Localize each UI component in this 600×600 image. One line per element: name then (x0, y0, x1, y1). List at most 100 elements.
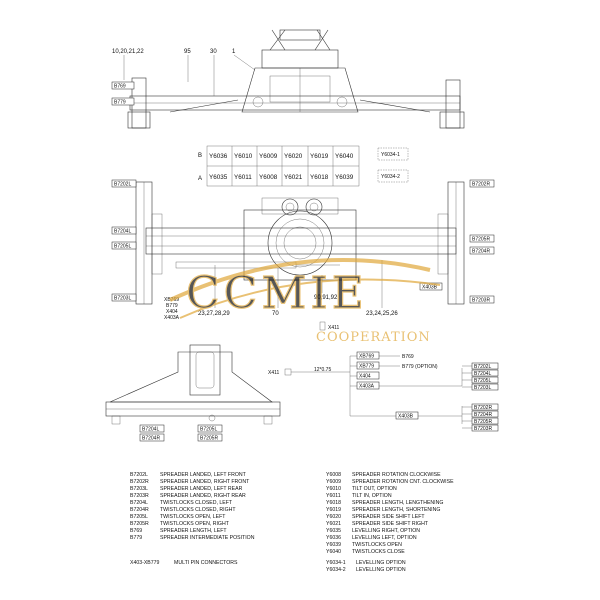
callout-10-20-21-22: 10,20,21,22 (112, 49, 144, 55)
tag-b7203l: B7203L (114, 296, 131, 302)
legend-right: Y6008 SPREADER ROTATION CLOCKWISE Y6009 … (326, 472, 454, 555)
valve-cell: Y6018 (310, 174, 329, 181)
tag-x411: X411 (328, 325, 340, 331)
spreader-front-view (127, 29, 465, 129)
legend-desc: TWISTLOCKS CLOSED, LEFT (160, 500, 233, 506)
legend-desc: SPREADER LANDED, LEFT FRONT (160, 472, 247, 478)
wire-b779-option: B779 (OPTION) (402, 364, 438, 370)
legend-desc: TWISTLOCKS OPEN (352, 542, 402, 548)
legend-code: Y6019 (326, 507, 341, 513)
tag-lower-b7205r: B7205R (200, 436, 218, 442)
tag-b779-mid: B779 (166, 303, 178, 309)
valve-table: B A Y6036 Y6010 Y6009 Y6020 Y6019 Y6040 … (198, 145, 409, 187)
valve-cell: Y6019 (310, 153, 329, 160)
levelling-desc: LEVELLING OPTION (356, 567, 406, 573)
tag-b7204r: B7204R (472, 249, 490, 255)
tag-b7205l: B7205L (114, 244, 131, 250)
legend-code: B7205L (130, 514, 148, 520)
multipin-code: X403-XB779 (130, 560, 160, 566)
legend-desc: SPREADER LANDED, RIGHT FRONT (160, 479, 250, 485)
valve-option-y6034-1: Y6034-1 (381, 152, 400, 158)
callout-90-91-92: 90,91,92 (314, 295, 338, 301)
wire-group-r: B7203R (474, 426, 492, 432)
legend-desc: TWISTLOCKS OPEN, RIGHT (160, 521, 230, 527)
legend-desc: LEVELLING RIGHT, OPTION (352, 528, 420, 534)
legend-code: B7203R (130, 493, 149, 499)
tag-b7204l: B7204L (114, 229, 131, 235)
legend-code: B7204R (130, 507, 149, 513)
levelling-code: Y6034-1 (326, 560, 346, 566)
wire-x411: X411 (268, 370, 280, 376)
callout-30: 30 (210, 49, 217, 55)
legend-code: B7202R (130, 479, 149, 485)
wire-group-r: B7204R (474, 412, 492, 418)
legend-desc: LEVELLING LEFT, OPTION (352, 535, 417, 541)
legend-code: Y6039 (326, 542, 341, 548)
legend-code: Y6008 (326, 472, 341, 478)
valve-cell: Y6009 (259, 153, 278, 160)
wire-conn-x403a: X403A (359, 384, 375, 390)
legend-code: Y6009 (326, 479, 341, 485)
legend-desc: SPREADER LANDED, LEFT REAR (160, 486, 243, 492)
wire-group-l: B7205L (474, 378, 491, 384)
tag-b769: B769 (114, 84, 126, 90)
wire-group-l: B7202L (474, 364, 491, 370)
callout-23-27-28-29: 23,27,28,29 (198, 311, 230, 317)
watermark-subtitle: COOPERATION (316, 330, 431, 345)
legend-desc: SPREADER INTERMEDIATE POSITION (160, 535, 255, 541)
legend-code: B7205R (130, 521, 149, 527)
callout-23-24-25-26: 23,24,25,26 (366, 311, 398, 317)
tag-x403b: X403B (422, 285, 438, 291)
legend-code: B7202L (130, 472, 148, 478)
valve-cell: Y6040 (335, 153, 354, 160)
wire-group-l: B7204L (474, 371, 491, 377)
levelling-desc: LEVELLING OPTION (356, 560, 406, 566)
multipin-desc: MULTI PIN CONNECTORS (174, 560, 238, 566)
legend-desc: TWISTLOCKS CLOSED, RIGHT (160, 507, 236, 513)
legend-desc: TWISTLOCKS OPEN, LEFT (160, 514, 226, 520)
wire-b769: B769 (402, 354, 414, 360)
legend-code: B7204L (130, 500, 148, 506)
tag-b779: B779 (114, 100, 126, 106)
levelling-code: Y6034-2 (326, 567, 346, 573)
tag-lower-b7204r: B7204R (142, 436, 160, 442)
wire-group-r: B7202R (474, 405, 492, 411)
legend-desc: TILT OUT, OPTION (352, 486, 397, 492)
legend-code: Y6036 (326, 535, 341, 541)
valve-row-b-label: B (198, 153, 202, 159)
legend-desc: TILT IN, OPTION (352, 493, 392, 499)
legend-desc: SPREADER LENGTH, LENGTHENING (352, 500, 443, 506)
tag-lower-b7204l: B7204L (142, 427, 159, 433)
callout-95: 95 (184, 49, 191, 55)
legend-code: Y6040 (326, 549, 341, 555)
tag-lower-b7205l: B7205L (200, 427, 217, 433)
valve-cell: Y6008 (259, 174, 278, 181)
legend-desc: SPREADER LENGTH, SHORTENING (352, 507, 440, 513)
wire-conn-x403b: X403B (398, 414, 414, 420)
legend-desc: SPREADER LANDED, RIGHT REAR (160, 493, 246, 499)
valve-cell: Y6039 (335, 174, 354, 181)
valve-cell: Y6021 (284, 174, 303, 181)
valve-row-a-label: A (198, 176, 202, 182)
tag-b7202r: B7202R (472, 182, 490, 188)
legend-code: Y6021 (326, 521, 341, 527)
wire-conn-xb779: XB779 (359, 364, 374, 370)
tag-b7205r: B7205R (472, 237, 490, 243)
valve-cell: Y6011 (234, 174, 252, 181)
wire-conn-x404: X404 (359, 374, 371, 380)
legend-code: Y6011 (326, 493, 341, 499)
tag-x403a: X403A (164, 315, 180, 321)
legend-desc: SPREADER SIDE SHIFT RIGHT (352, 521, 429, 527)
wiring-diagram: X411 12*0.75 XB769 XB779 X404 X403A X403… (268, 351, 499, 432)
legend-desc: SPREADER SIDE SHIFT LEFT (352, 514, 425, 520)
legend-desc: SPREADER ROTATION CLOCKWISE (352, 472, 441, 478)
tag-b7203r: B7203R (472, 298, 490, 304)
wire-group-l: B7203L (474, 385, 491, 391)
valve-cell: Y6036 (209, 153, 228, 160)
spreader-end-view (105, 344, 281, 425)
valve-cell: Y6035 (209, 174, 228, 181)
legend-desc: SPREADER ROTATION CNT. CLOCKWISE (352, 479, 454, 485)
wire-cable-spec: 12*0.75 (314, 367, 331, 373)
legend-code: B779 (130, 535, 142, 541)
